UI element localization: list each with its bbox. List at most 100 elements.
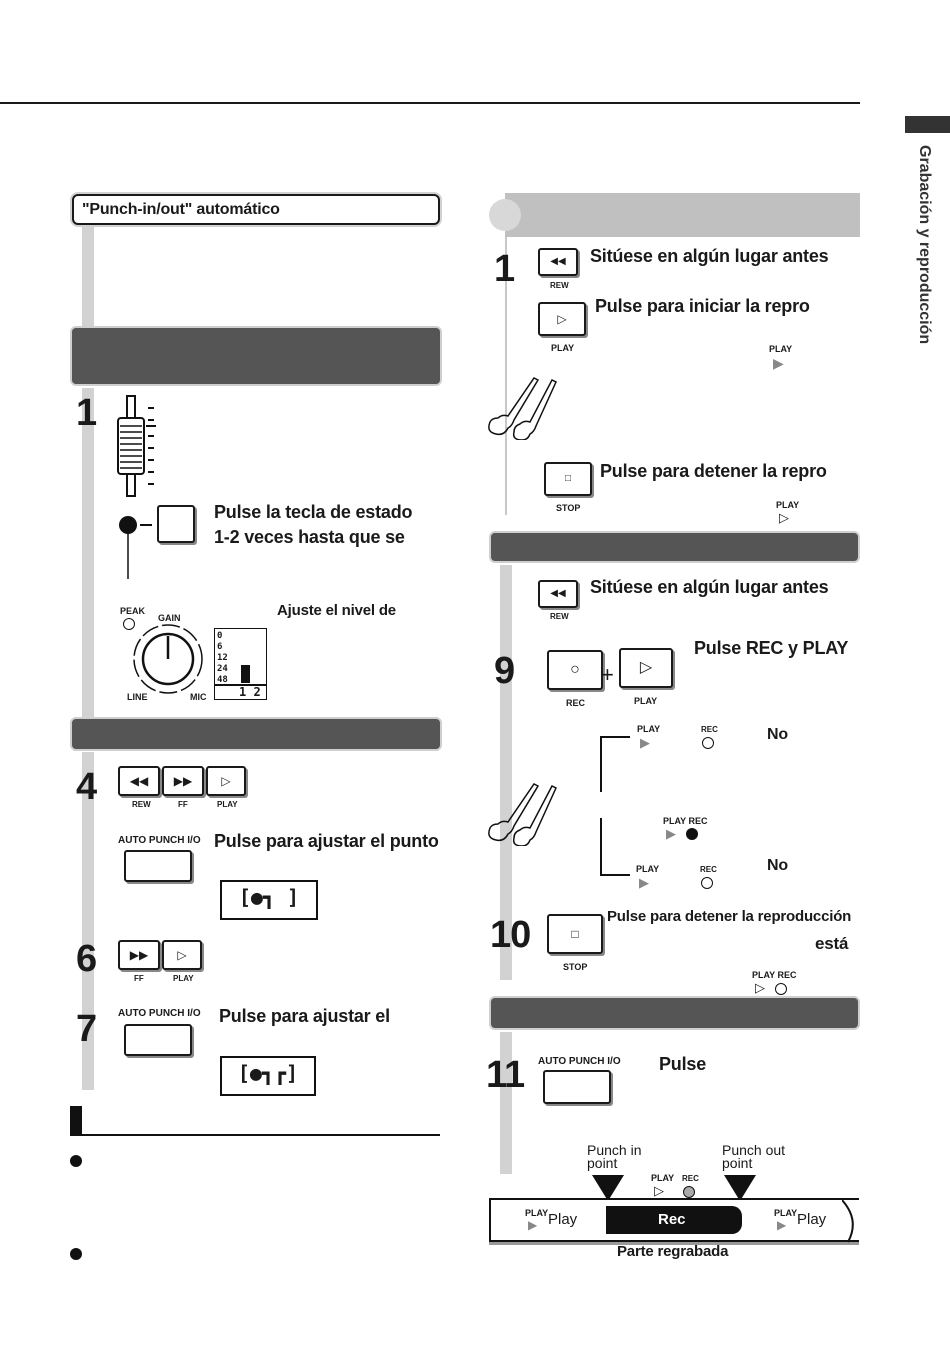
level-meter-display: 0 6 12 24 48 1 2 xyxy=(214,628,267,700)
right-step-1-number: 1 xyxy=(494,248,515,290)
play-button[interactable]: ▷ xyxy=(206,766,246,796)
left-step-4-number: 4 xyxy=(76,766,97,808)
stop-label-section2: STOP xyxy=(563,962,588,972)
play-label: PLAY xyxy=(217,800,238,809)
gain-label: GAIN xyxy=(158,613,181,623)
punch-out-line-1: Punch out xyxy=(722,1142,786,1158)
play-icon: ▷ xyxy=(221,774,231,788)
auto-punch-button[interactable] xyxy=(124,850,192,882)
left-step-1-level-text: Ajuste el nivel de xyxy=(277,602,396,619)
right-section2-rew-text: Sitúese en algún lugar antes xyxy=(590,577,829,597)
punch-in-marker-icon xyxy=(592,1175,624,1201)
left-header-box: "Punch-in/out" automático xyxy=(72,194,440,225)
top-rule xyxy=(0,102,860,104)
rew-icon: ◀◀ xyxy=(129,774,149,788)
plus-icon: + xyxy=(601,662,614,687)
branch-line-bottom xyxy=(600,818,602,876)
left-step-6-number: 6 xyxy=(76,938,97,980)
status2-rec-label: REC xyxy=(688,816,708,826)
mid-rec-icon xyxy=(683,1186,695,1198)
rec-icon: ○ xyxy=(570,661,580,678)
side-tab-marker xyxy=(905,116,950,133)
left-step-4-instruction: Pulse para ajustar el punto xyxy=(214,831,439,851)
right-step-10-text2: está xyxy=(815,934,849,953)
play-button-section2[interactable]: ▷ xyxy=(619,648,673,688)
timeline-right-tag: PLAY xyxy=(774,1208,798,1218)
timeline-left-tag: PLAY xyxy=(525,1208,549,1218)
ff-icon: ▶▶ xyxy=(173,774,193,788)
play-indicator-label: PLAY xyxy=(769,344,793,354)
punch-in-line-2: point xyxy=(587,1155,618,1171)
play-button-right[interactable]: ▷ xyxy=(538,302,586,336)
auto-punch-button-step11[interactable] xyxy=(543,1070,611,1104)
status1-rec-icon xyxy=(702,737,714,749)
right-section-header-1 xyxy=(505,193,860,237)
timeline-left-text: Play xyxy=(548,1211,578,1228)
status3-rec-icon xyxy=(701,877,713,889)
status3-text: No xyxy=(767,857,788,874)
play-indicator-icon: ▶ xyxy=(773,355,784,371)
left-section-header-2 xyxy=(72,719,440,749)
play-button-step6[interactable]: ▷ xyxy=(162,940,202,970)
mid-rec-label: REC xyxy=(682,1174,699,1183)
ff-button[interactable]: ▶▶ xyxy=(162,766,204,796)
rew-button-right[interactable]: ◀◀ xyxy=(538,248,578,276)
timeline-middle-text: Rec xyxy=(658,1211,686,1228)
meter-scale-4: 48 xyxy=(217,675,228,685)
branch-line-top xyxy=(600,736,602,792)
left-step-1-instruction-line-1: Pulse la tecla de estado xyxy=(214,502,413,522)
level-meter-bar xyxy=(241,665,250,683)
play-icon: ▷ xyxy=(557,312,567,326)
meter-scale-3: 24 xyxy=(217,664,228,674)
auto-punch-label-step7: AUTO PUNCH I/O xyxy=(118,1008,201,1019)
right-section-header-circle xyxy=(489,199,521,231)
step10-play-icon: ▷ xyxy=(755,980,765,995)
meter-scale-1: 6 xyxy=(217,642,223,652)
status2-play-icon: ▶ xyxy=(666,826,676,841)
rew-icon: ◀◀ xyxy=(550,256,566,267)
stop-button-right[interactable]: □ xyxy=(544,462,592,496)
status-key-button[interactable] xyxy=(157,505,195,543)
auto-punch-label-step11: AUTO PUNCH I/O xyxy=(538,1056,621,1067)
right-column-rule-2 xyxy=(500,565,512,980)
fader-icon xyxy=(117,395,156,497)
branch-line-top-h xyxy=(600,736,630,738)
status3-play-icon: ▶ xyxy=(639,875,649,890)
meter-baseline xyxy=(215,684,266,686)
rec-label: REC xyxy=(566,698,586,708)
status3-play-label: PLAY xyxy=(636,864,660,874)
rew-button[interactable]: ◀◀ xyxy=(118,766,160,796)
bullet-icon xyxy=(70,1248,82,1260)
punch-out-marker-icon xyxy=(724,1175,756,1201)
ff-label-step6: FF xyxy=(134,974,144,983)
guitar-icon xyxy=(488,377,557,440)
bullet-icon xyxy=(70,1155,82,1167)
gain-knob-icon[interactable] xyxy=(125,622,209,698)
right-step-10-text: Pulse para detener la reproducción xyxy=(607,908,852,925)
meter-scale-0: 0 xyxy=(217,631,223,641)
mid-play-icon: ▷ xyxy=(654,1183,664,1198)
ff-button-step6[interactable]: ▶▶ xyxy=(118,940,160,970)
auto-punch-label: AUTO PUNCH I/O xyxy=(118,835,201,846)
line-label: LINE xyxy=(127,692,148,702)
step10-rec-icon xyxy=(775,983,787,995)
auto-punch-button-step7[interactable] xyxy=(124,1024,192,1056)
ff-label: FF xyxy=(178,800,188,809)
stop-button-section2[interactable]: □ xyxy=(547,914,603,954)
play-icon: ▷ xyxy=(639,659,653,676)
left-step-7-instruction: Pulse para ajustar el xyxy=(219,1006,390,1026)
right-step-1-rew-text: Sitúese en algún lugar antes xyxy=(590,246,829,266)
peak-led-icon xyxy=(123,618,135,630)
right-step-1-stop-text: Pulse para detener la repro xyxy=(600,461,827,481)
right-section-header-3 xyxy=(491,998,858,1028)
rec-button[interactable]: ○ xyxy=(547,650,603,690)
timeline-right-text: Play xyxy=(797,1211,827,1228)
step10-play-label: PLAY xyxy=(752,970,776,980)
stop-icon: □ xyxy=(564,473,572,484)
hint-rule xyxy=(70,1134,440,1136)
right-step-9-number: 9 xyxy=(494,650,515,692)
rew-button-section2[interactable]: ◀◀ xyxy=(538,580,578,608)
right-step-1-play-text: Pulse para iniciar la repro xyxy=(595,296,810,316)
play-icon: ▷ xyxy=(177,948,187,962)
